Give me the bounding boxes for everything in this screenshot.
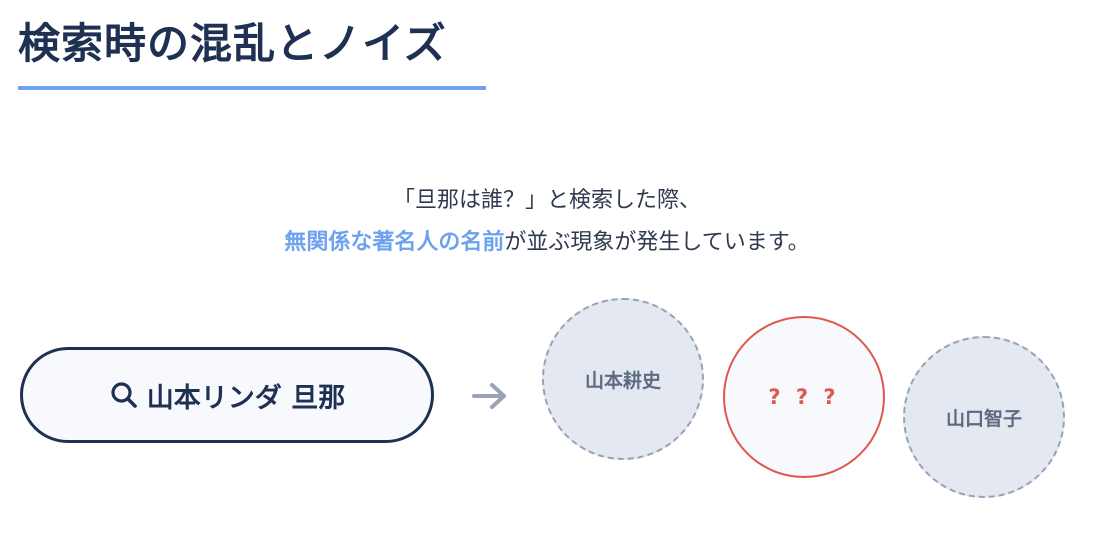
- search-query-pill[interactable]: 山本リンダ 旦那: [20, 347, 434, 443]
- result-bubble-label: ? ? ?: [768, 385, 840, 409]
- result-bubble-celebrity: 山口智子: [903, 336, 1065, 498]
- result-bubble-celebrity: 山本耕史: [542, 298, 704, 460]
- page-title: 検索時の混乱とノイズ: [18, 19, 447, 68]
- intro-line-1: 「旦那は誰？」と検索した際、: [392, 188, 701, 213]
- result-bubble-label: 山本耕史: [584, 369, 661, 392]
- intro-text: 「旦那は誰？」と検索した際、 無関係な著名人の名前が並ぶ現象が発生しています。: [0, 180, 1094, 264]
- search-query-text: 山本リンダ 旦那: [146, 382, 346, 414]
- result-bubble-label: 山口智子: [945, 407, 1022, 430]
- title-underline: [18, 86, 486, 90]
- intro-line-2: 無関係な著名人の名前が並ぶ現象が発生しています。: [0, 222, 1094, 264]
- arrow-right-icon: [470, 380, 510, 412]
- intro-line-2-rest: が並ぶ現象が発生しています。: [504, 230, 810, 255]
- intro-highlight: 無関係な著名人の名前: [284, 230, 505, 255]
- result-bubble-unknown: ? ? ?: [723, 316, 885, 478]
- search-icon: [109, 380, 139, 410]
